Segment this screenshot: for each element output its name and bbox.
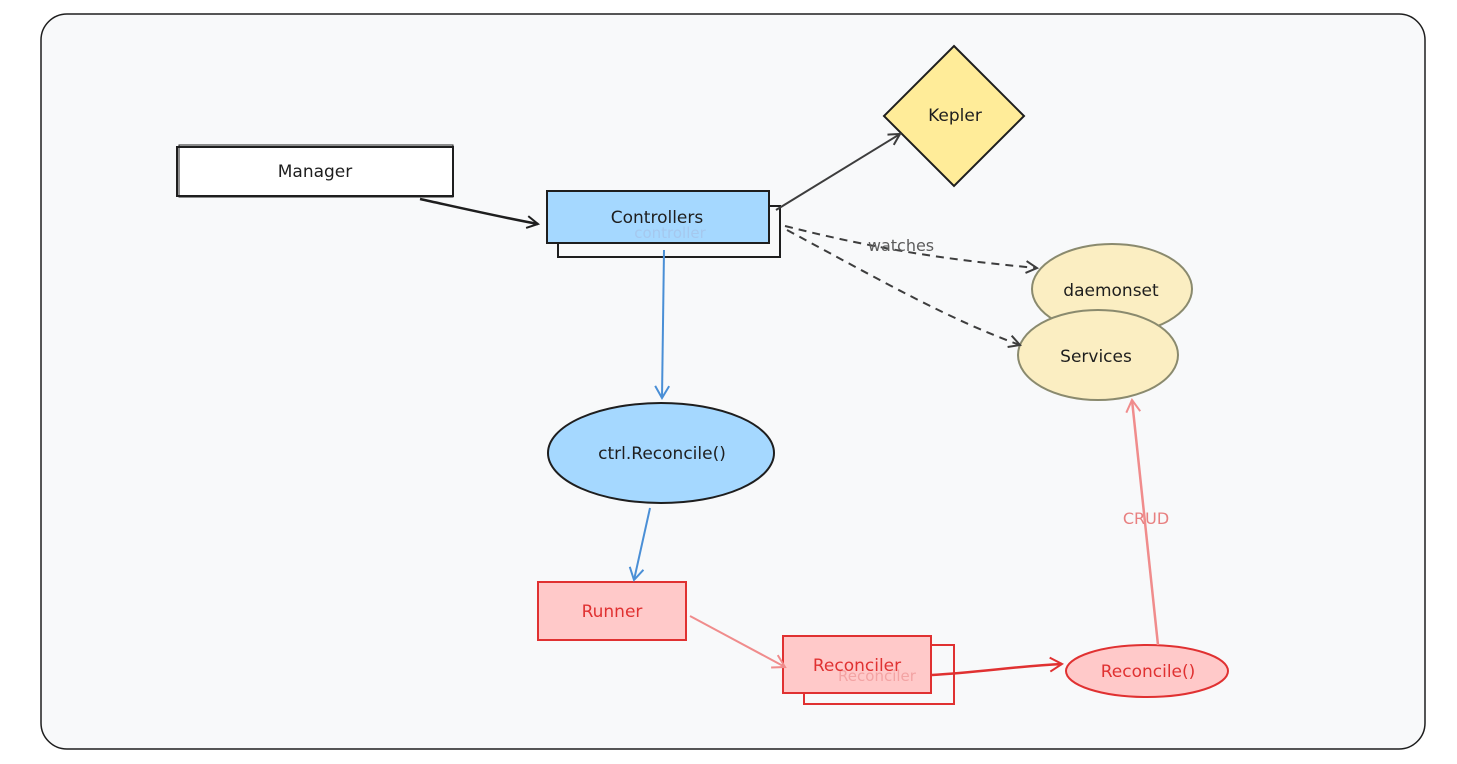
edge-crud-label: CRUD [1123,509,1169,528]
manager-node[interactable]: Manager [176,144,454,198]
edge-ctrl-reconcile-runner [628,507,651,582]
runner-label: Runner [582,602,643,622]
controllers-ghost-label: controller [634,224,706,242]
services-node[interactable]: Services [1017,309,1179,401]
reconcile-fn-label: Reconcile() [1101,662,1196,682]
ctrl-reconcile-label: ctrl.Reconcile() [598,444,726,464]
runner-node[interactable]: Runner [537,581,687,641]
edge-manager-controllers [419,197,538,224]
services-label: Services [1060,347,1132,367]
kepler-label: Kepler [928,106,982,126]
diagram-frame [40,13,1426,750]
reconciler-node[interactable]: Reconciler Reconciler [782,635,955,705]
daemonset-label: daemonset [1063,281,1159,301]
edge-controllers-services [786,229,1020,345]
reconcile-fn-node[interactable]: Reconcile() [1065,644,1229,698]
reconciler-label: Reconciler [813,656,901,676]
edge-watches-label: watches [868,236,934,255]
edge-controllers-daemonset [784,225,1037,268]
edge-runner-reconciler [689,615,787,669]
ctrl-reconcile-node[interactable]: ctrl.Reconcile() [547,402,775,504]
reconciler-ghost-label: Reconciler [838,667,917,685]
kepler-node[interactable]: Kepler [882,44,1026,188]
edge-controllers-kepler [775,134,900,211]
controllers-label: Controllers [611,208,704,228]
manager-label: Manager [278,162,353,182]
edge-reconciler-reconcile-fn [931,656,1064,677]
edge-controllers-ctrl-reconcile [654,249,671,400]
edge-reconcile-fn-services [1125,398,1160,646]
controllers-node[interactable]: controller Controllers [546,190,781,258]
